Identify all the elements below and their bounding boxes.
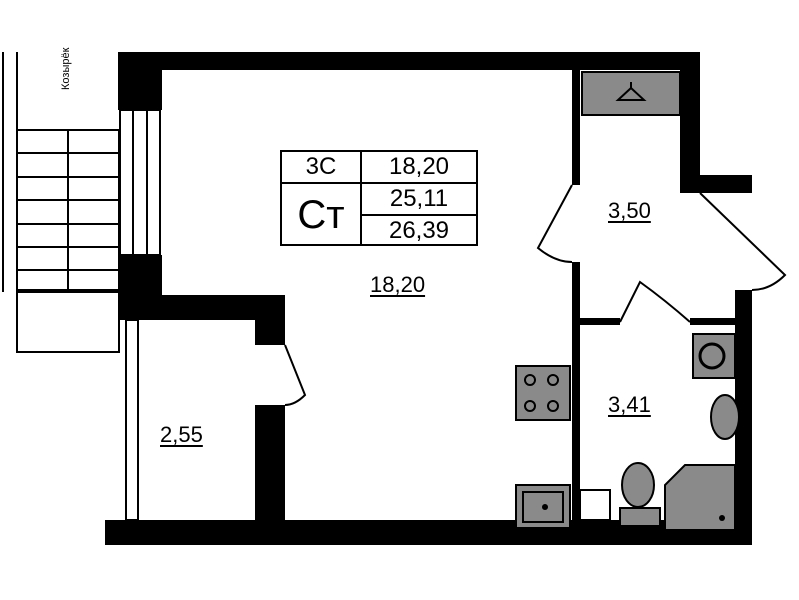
- hanger-icon: [615, 82, 647, 101]
- room-area-bathroom: 3,41: [608, 392, 651, 417]
- window-main: [119, 109, 161, 256]
- kitchen-sink: [515, 484, 571, 529]
- walls: [105, 52, 752, 545]
- shower: [664, 464, 736, 531]
- apartment-info-table: 3С Ст 18,20 25,11 26,39: [280, 150, 478, 246]
- stove: [515, 365, 571, 421]
- washing-machine: [692, 333, 736, 379]
- room-area-main: 18,20: [370, 272, 426, 297]
- apartment-type-code: 3С: [305, 153, 337, 180]
- room-area-balcony: 2,55: [160, 422, 203, 447]
- total-area: 25,11: [389, 185, 449, 212]
- wardrobe: [581, 71, 681, 116]
- total-area-with-balcony: 26,39: [388, 217, 450, 244]
- canopy-stairs: [2, 52, 120, 353]
- toilet: [619, 462, 661, 527]
- bath-sink: [710, 394, 740, 440]
- window-balcony: [125, 319, 139, 521]
- kitchen-cabinet: [579, 489, 611, 521]
- canopy-label: Козырёк: [60, 47, 72, 90]
- apartment-type-letter: Ст: [297, 192, 345, 237]
- doors: [284, 184, 787, 406]
- living-area: 18,20: [388, 153, 450, 180]
- room-area-hall: 3,50: [608, 198, 651, 223]
